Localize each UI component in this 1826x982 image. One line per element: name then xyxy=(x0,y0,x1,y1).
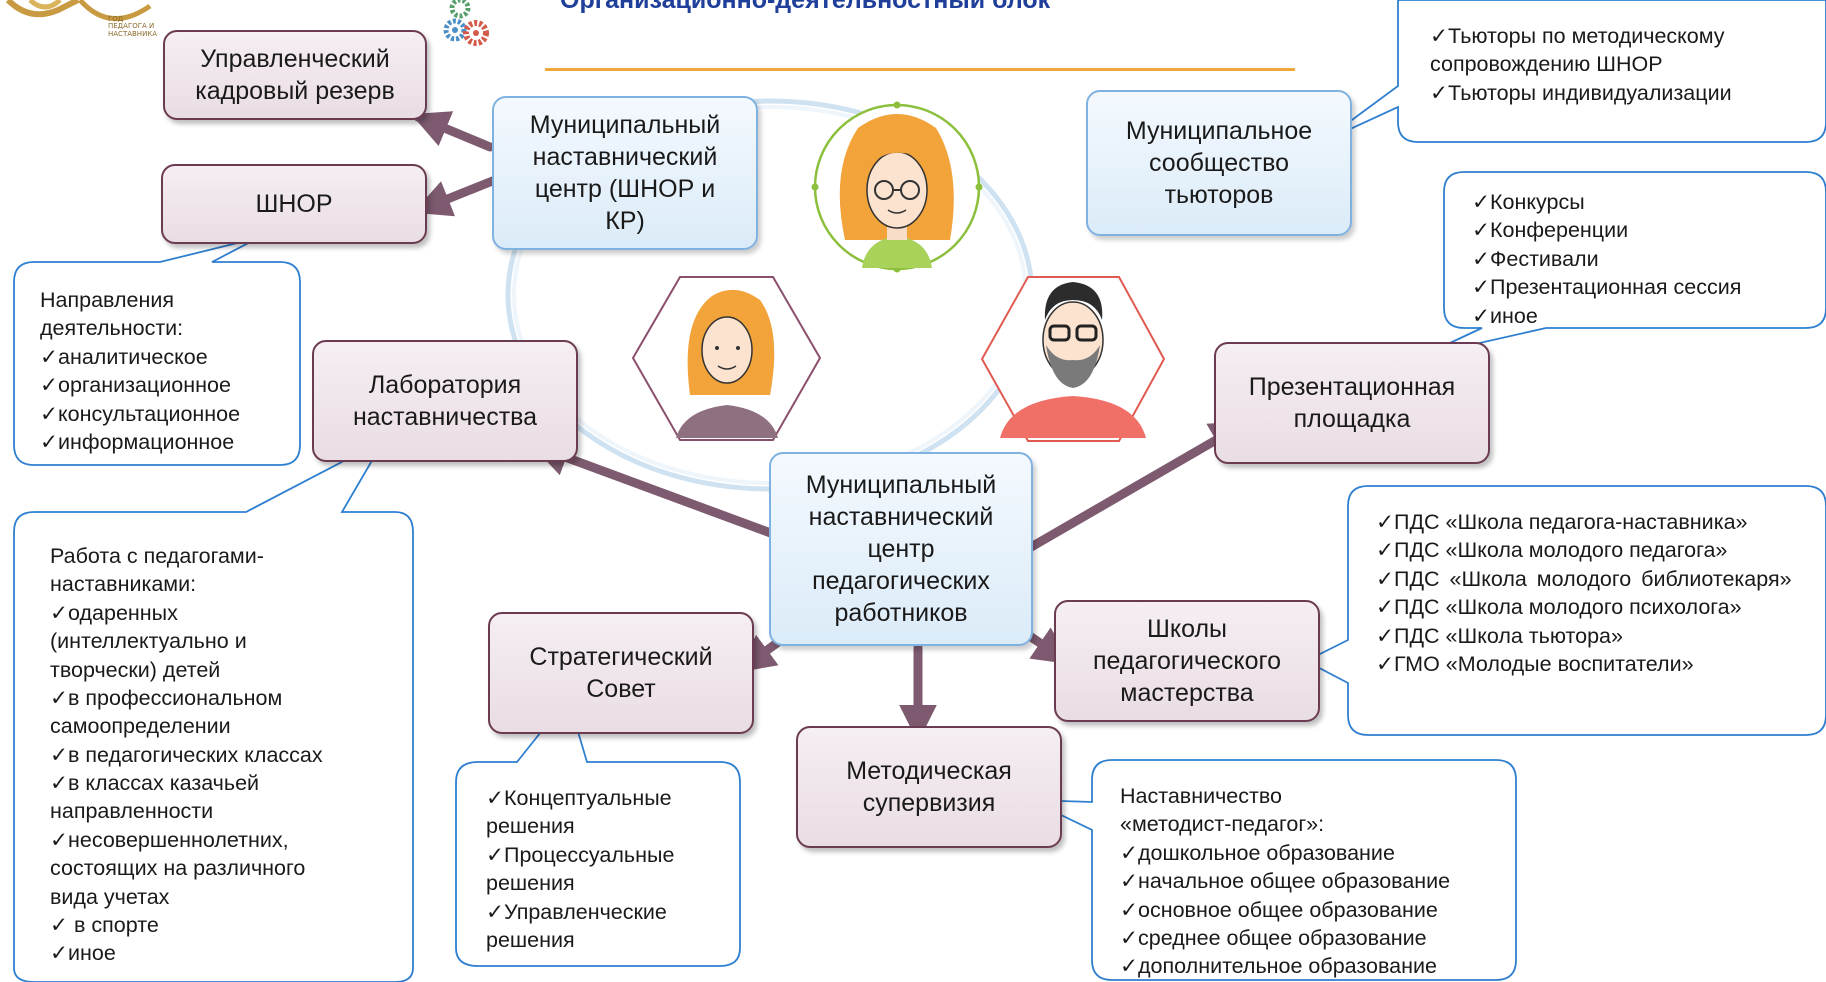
node-strategy-label: Стратегический Совет xyxy=(529,643,713,703)
callout-schools-item: ✓ПДС «Школа молодого психолога» xyxy=(1376,595,1742,620)
node-schools-label: Школы педагогического мастерства xyxy=(1093,615,1281,707)
center-label: Муниципальный наставнический центр педаг… xyxy=(805,471,997,627)
node-mnc-shnor[interactable]: Муниципальный наставнический центр (ШНОР… xyxy=(492,96,758,250)
callout-directions-item: ✓организационное xyxy=(40,373,231,398)
callout-work-heading: Работа с педагогами-наставниками: xyxy=(50,544,264,597)
title-underline xyxy=(545,68,1295,71)
callout-events-item: ✓иное xyxy=(1472,303,1538,328)
node-strategy[interactable]: Стратегический Совет xyxy=(488,612,754,734)
callout-events-item: ✓Конкурсы xyxy=(1472,190,1585,214)
callout-supervision-item: ✓среднее общее образование xyxy=(1120,925,1427,950)
connectors xyxy=(411,111,1249,743)
logo-caption: ГОД ПЕДАГОГА И НАСТАВНИКА xyxy=(108,15,158,38)
anniversary-logo-icon xyxy=(5,0,152,21)
callout-work: Работа с педагогами-наставниками: ✓одаре… xyxy=(50,542,380,968)
callout-schools-item: ✓ПДС «Школа тьютора» xyxy=(1376,623,1623,648)
callout-supervision-item: ✓дополнительное образование xyxy=(1120,954,1437,979)
callout-schools: ✓ПДС «Школа педагога-наставника» ✓ПДС «Ш… xyxy=(1376,508,1816,678)
node-supervision-label: Методическая супервизия xyxy=(846,757,1012,817)
callout-schools-item: ✓ПДС «Школа молодого педагога» xyxy=(1376,538,1728,563)
callout-events: ✓Конкурсы ✓Конференции ✓Фестивали ✓Презе… xyxy=(1472,188,1812,330)
node-presentation[interactable]: Презентационная площадка xyxy=(1214,342,1490,464)
callout-schools-item: ✓ПДС «Школа педагога-наставника» xyxy=(1376,510,1748,534)
callout-supervision-item: ✓дошкольное образование xyxy=(1120,840,1395,865)
node-presentation-label: Презентационная площадка xyxy=(1248,373,1456,433)
node-reserve-label: Управленческий кадровый резерв xyxy=(195,45,395,105)
callout-supervision-item: ✓начальное общее образование xyxy=(1120,869,1451,894)
callout-decisions: ✓Концептуальные решения ✓Процессуальные … xyxy=(486,784,726,954)
woman-glasses-avatar-icon xyxy=(811,101,983,273)
node-mnc-shnor-label: Муниципальный наставнический центр (ШНОР… xyxy=(529,111,721,235)
callout-work-item: ✓одаренных (интеллектуально и творчески)… xyxy=(50,600,247,682)
page-title: Организационно-деятельностный блок xyxy=(560,0,1051,14)
callout-supervision-heading: Наставничество «методист-педагог»: xyxy=(1120,784,1325,837)
callout-directions-item: ✓консультационное xyxy=(40,401,241,426)
callout-decisions-item: ✓Концептуальные решения xyxy=(486,786,672,839)
callout-schools-item: ✓ГМО «Молодые воспитатели» xyxy=(1376,651,1694,676)
callout-tutors-item: ✓Тьюторы по методическому сопровождению … xyxy=(1430,24,1725,77)
callout-work-item: ✓в профессиональном самоопределении xyxy=(50,685,283,739)
callout-work-item: ✓ в спорте xyxy=(50,912,159,937)
callout-directions-item: ✓аналитическое xyxy=(40,344,208,369)
callout-events-item: ✓Фестивали xyxy=(1472,246,1599,271)
gears-logo-icon xyxy=(443,0,489,46)
node-tutors-label: Муниципальное сообщество тьюторов xyxy=(1125,117,1313,209)
callout-tutors: ✓Тьюторы по методическому сопровождению … xyxy=(1430,22,1820,107)
callout-directions-heading: Направления деятельности: xyxy=(40,288,184,341)
callout-events-item: ✓Презентационная сессия xyxy=(1472,275,1742,300)
callout-work-item: ✓в классах казачьей направленности xyxy=(50,771,260,824)
node-tutors[interactable]: Муниципальное сообщество тьюторов xyxy=(1086,90,1352,236)
callout-tutors-item: ✓Тьюторы индивидуализации xyxy=(1430,80,1732,105)
callout-schools-item: ✓ПДС «Школа молодого библиотекаря» xyxy=(1376,566,1792,591)
callout-work-item: ✓иное xyxy=(50,941,116,966)
callout-decisions-item: ✓Управленческие решения xyxy=(486,899,667,952)
node-lab-label: Лаборатория наставничества xyxy=(352,371,538,431)
callout-directions: Направления деятельности: ✓аналитическое… xyxy=(40,286,290,456)
callout-work-item: ✓несовершеннолетних, состоящих на различ… xyxy=(50,827,306,909)
callout-shapes xyxy=(13,0,1826,982)
callout-events-item: ✓Конференции xyxy=(1472,218,1629,243)
callout-directions-item: ✓информационное xyxy=(40,429,235,454)
node-supervision[interactable]: Методическая супервизия xyxy=(796,726,1062,848)
node-shnor[interactable]: ШНОР xyxy=(161,164,427,244)
bearded-man-avatar-icon xyxy=(980,276,1166,442)
callout-decisions-item: ✓Процессуальные решения xyxy=(486,842,675,896)
node-shnor-label: ШНОР xyxy=(255,190,333,218)
node-lab[interactable]: Лаборатория наставничества xyxy=(312,340,578,462)
callout-work-item: ✓в педагогических классах xyxy=(50,742,323,767)
node-reserve[interactable]: Управленческий кадровый резерв xyxy=(163,30,427,120)
girl-avatar-icon xyxy=(631,276,822,441)
callout-supervision-item: ✓основное общее образование xyxy=(1120,897,1438,922)
node-schools[interactable]: Школы педагогического мастерства xyxy=(1054,600,1320,722)
node-center[interactable]: Муниципальный наставнический центр педаг… xyxy=(769,452,1033,646)
callout-supervision: Наставничество «методист-педагог»: ✓дошк… xyxy=(1120,782,1510,981)
